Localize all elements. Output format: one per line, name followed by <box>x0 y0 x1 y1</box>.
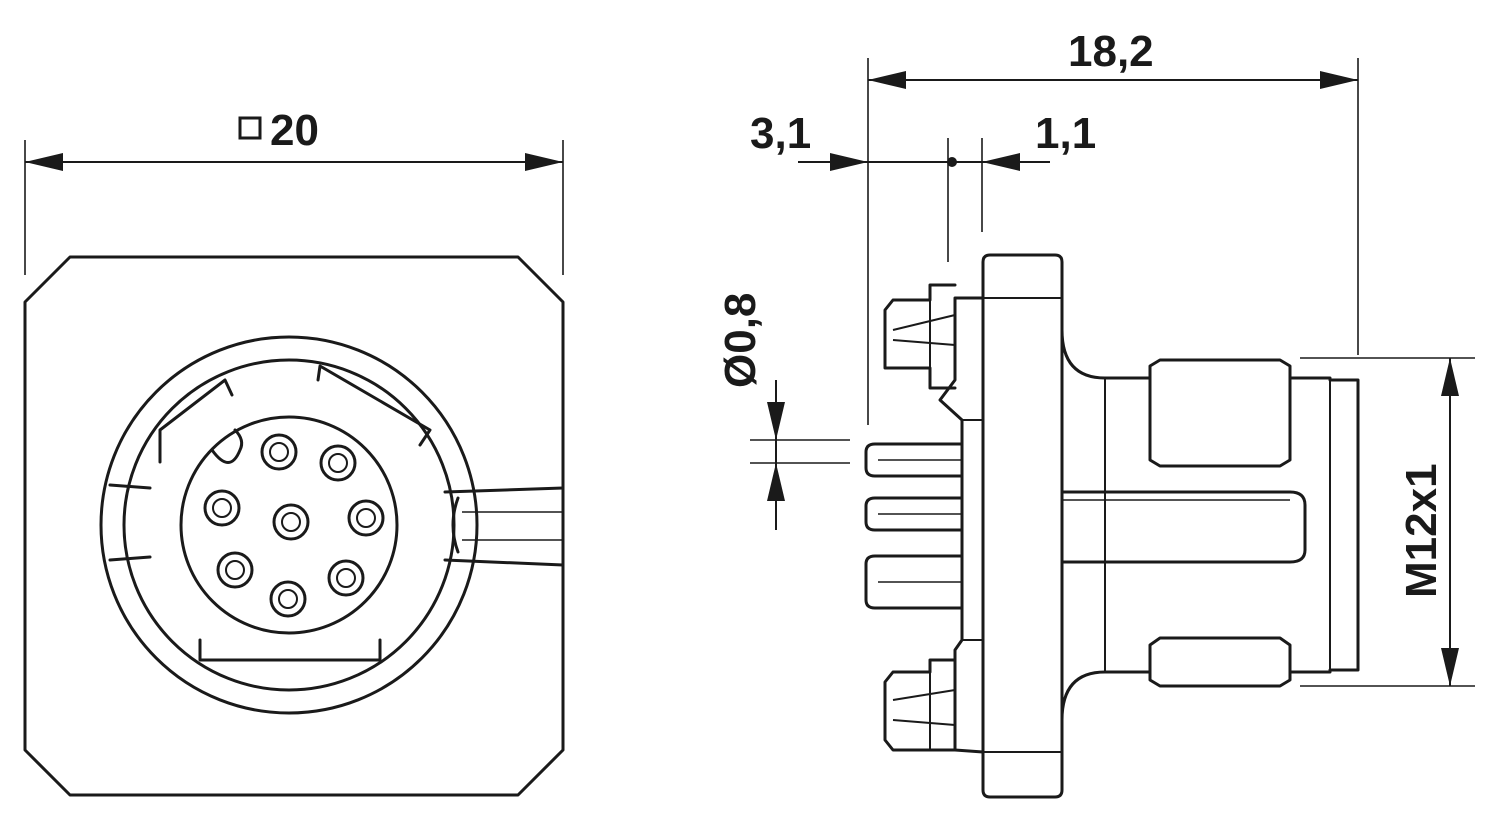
insert-key-notch <box>210 428 244 464</box>
arrow-left <box>982 153 1020 171</box>
arrow-left <box>868 71 906 89</box>
pin-group <box>203 433 385 618</box>
arrow-right <box>525 153 563 171</box>
coding-slot-end <box>451 496 460 554</box>
latch-bottom-detail <box>892 672 956 750</box>
left-notch <box>108 483 152 562</box>
front-width-label: 20 <box>270 106 319 155</box>
latch-top-detail <box>892 300 956 368</box>
arrow-right <box>830 153 868 171</box>
flange-thickness-label: 1,1 <box>1035 109 1096 158</box>
contact-insert <box>179 415 399 635</box>
pin <box>269 580 307 618</box>
coding-slot <box>443 486 565 567</box>
solder-pin <box>864 496 964 532</box>
housing-inner-ring <box>122 358 456 692</box>
pin <box>347 499 385 537</box>
key-arc-left <box>158 378 234 464</box>
flange-outline <box>23 255 565 797</box>
arrow-left <box>25 153 63 171</box>
arrow-right <box>1320 71 1358 89</box>
pin <box>319 444 357 482</box>
pin <box>216 551 254 589</box>
thread-label: M12x1 <box>1397 463 1446 598</box>
latch-top <box>883 283 957 390</box>
rear-body <box>938 296 985 754</box>
latch-bottom <box>883 658 957 752</box>
overall-length-label: 18,2 <box>1068 27 1154 76</box>
coding-key-side <box>1060 490 1307 564</box>
solder-pin <box>864 554 964 610</box>
housing-outer-ring <box>99 335 479 715</box>
arrow-down <box>767 402 785 440</box>
key-bottom <box>198 638 382 662</box>
solder-pin <box>864 442 964 478</box>
pin-diameter-label: Ø0,8 <box>716 293 765 388</box>
flange-side <box>981 253 1064 799</box>
front-view: 20 <box>23 106 565 797</box>
flange-offset-label: 3,1 <box>750 109 811 158</box>
arrow-up <box>767 463 785 501</box>
arrow-down <box>1441 648 1459 686</box>
pin <box>203 489 241 527</box>
solder-pin-group <box>864 442 964 610</box>
arrow-up <box>1441 358 1459 396</box>
pin <box>272 503 310 541</box>
pin <box>327 559 365 597</box>
key-arc-right <box>316 364 432 447</box>
square-symbol-icon <box>238 116 262 140</box>
barrel-outline <box>1060 328 1360 722</box>
thread-segment-bottom <box>1148 636 1292 674</box>
pin <box>260 433 298 471</box>
thread-segment-top <box>1148 376 1292 468</box>
side-view: 18,2 3,1 1,1 Ø0,8 M12x1 <box>716 27 1475 799</box>
dimension-dot <box>947 157 957 167</box>
